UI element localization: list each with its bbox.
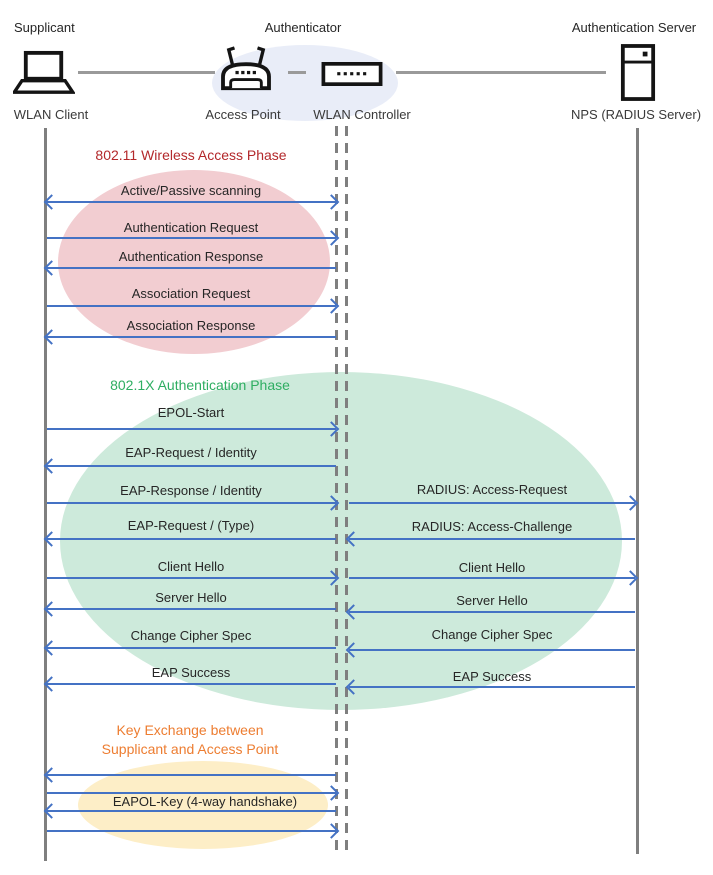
role-label-authenticator: Authenticator <box>264 20 342 35</box>
lifeline-radius-server <box>636 128 639 854</box>
message-label: EAP Success <box>151 665 231 680</box>
message-label: Change Cipher Spec <box>130 628 252 643</box>
message-arrow <box>349 686 635 688</box>
message-label: Active/Passive scanning <box>120 183 262 198</box>
device-label-wlan-client: WLAN Client <box>13 107 89 122</box>
message-arrow <box>47 336 336 338</box>
message-arrow <box>47 538 336 540</box>
message-label: EAP Success <box>452 669 532 684</box>
message-label: RADIUS: Access-Challenge <box>411 519 573 534</box>
phase-title-8021x: 802.1X Authentication Phase <box>110 377 290 393</box>
device-label-wlan-controller: WLAN Controller <box>313 107 411 122</box>
message-label: EAP-Response / Identity <box>120 483 262 498</box>
message-arrow <box>47 267 336 269</box>
message-arrow <box>47 305 336 307</box>
message-label: EAP-Request / Identity <box>125 445 257 460</box>
phase-title-key-exchange: Key Exchange between Supplicant and Acce… <box>65 721 315 759</box>
message-label: Authentication Response <box>118 249 264 264</box>
message-arrow <box>47 201 336 203</box>
message-arrow <box>47 502 336 504</box>
message-label: Server Hello <box>456 593 528 608</box>
connector-client-ap <box>78 71 215 74</box>
message-arrow <box>349 577 635 579</box>
message-arrow <box>47 608 336 610</box>
eapol-key-arrow <box>47 830 336 832</box>
message-arrow <box>349 611 635 613</box>
phase-ellipse-8021x <box>60 372 622 710</box>
message-arrow <box>47 577 336 579</box>
role-label-authentication-server: Authentication Server <box>571 20 697 35</box>
message-label: Association Response <box>126 318 256 333</box>
lifeline-authenticator-left <box>335 126 338 854</box>
eapol-key-label: EAPOL-Key (4-way handshake) <box>112 794 298 809</box>
connector-controller-server <box>396 71 606 74</box>
eapol-key-arrow <box>47 774 336 776</box>
message-arrow <box>349 502 635 504</box>
message-arrow <box>47 237 336 239</box>
message-label: Change Cipher Spec <box>431 627 553 642</box>
message-label: Client Hello <box>458 560 526 575</box>
device-label-nps-radius: NPS (RADIUS Server) <box>571 107 702 122</box>
eapol-key-arrow <box>47 792 336 794</box>
message-arrow <box>47 647 336 649</box>
message-arrow <box>47 465 336 467</box>
phase-title-key-exchange-line2: Supplicant and Access Point <box>101 741 279 757</box>
connector-ap-controller <box>288 71 306 74</box>
lifeline-authenticator-right <box>345 126 348 854</box>
message-label: Server Hello <box>155 590 227 605</box>
message-arrow <box>349 538 635 540</box>
device-label-access-point: Access Point <box>205 107 281 122</box>
message-label: Client Hello <box>157 559 225 574</box>
server-icon <box>620 44 656 106</box>
message-label: EPOL-Start <box>157 405 225 420</box>
message-label: Authentication Request <box>123 220 259 235</box>
message-arrow <box>47 683 336 685</box>
lifeline-wlan-client <box>44 128 47 861</box>
message-arrow <box>349 649 635 651</box>
wlan-controller-icon <box>320 62 384 91</box>
laptop-icon <box>11 50 76 101</box>
phase-title-key-exchange-line1: Key Exchange between <box>116 722 264 738</box>
message-label: Association Request <box>131 286 251 301</box>
message-arrow <box>47 428 336 430</box>
message-label: EAP-Request / (Type) <box>127 518 255 533</box>
role-label-supplicant: Supplicant <box>14 20 75 35</box>
message-label: RADIUS: Access-Request <box>416 482 568 497</box>
access-point-icon <box>216 46 276 97</box>
eapol-key-arrow <box>47 810 336 812</box>
phase-title-80211: 802.11 Wireless Access Phase <box>95 147 287 163</box>
